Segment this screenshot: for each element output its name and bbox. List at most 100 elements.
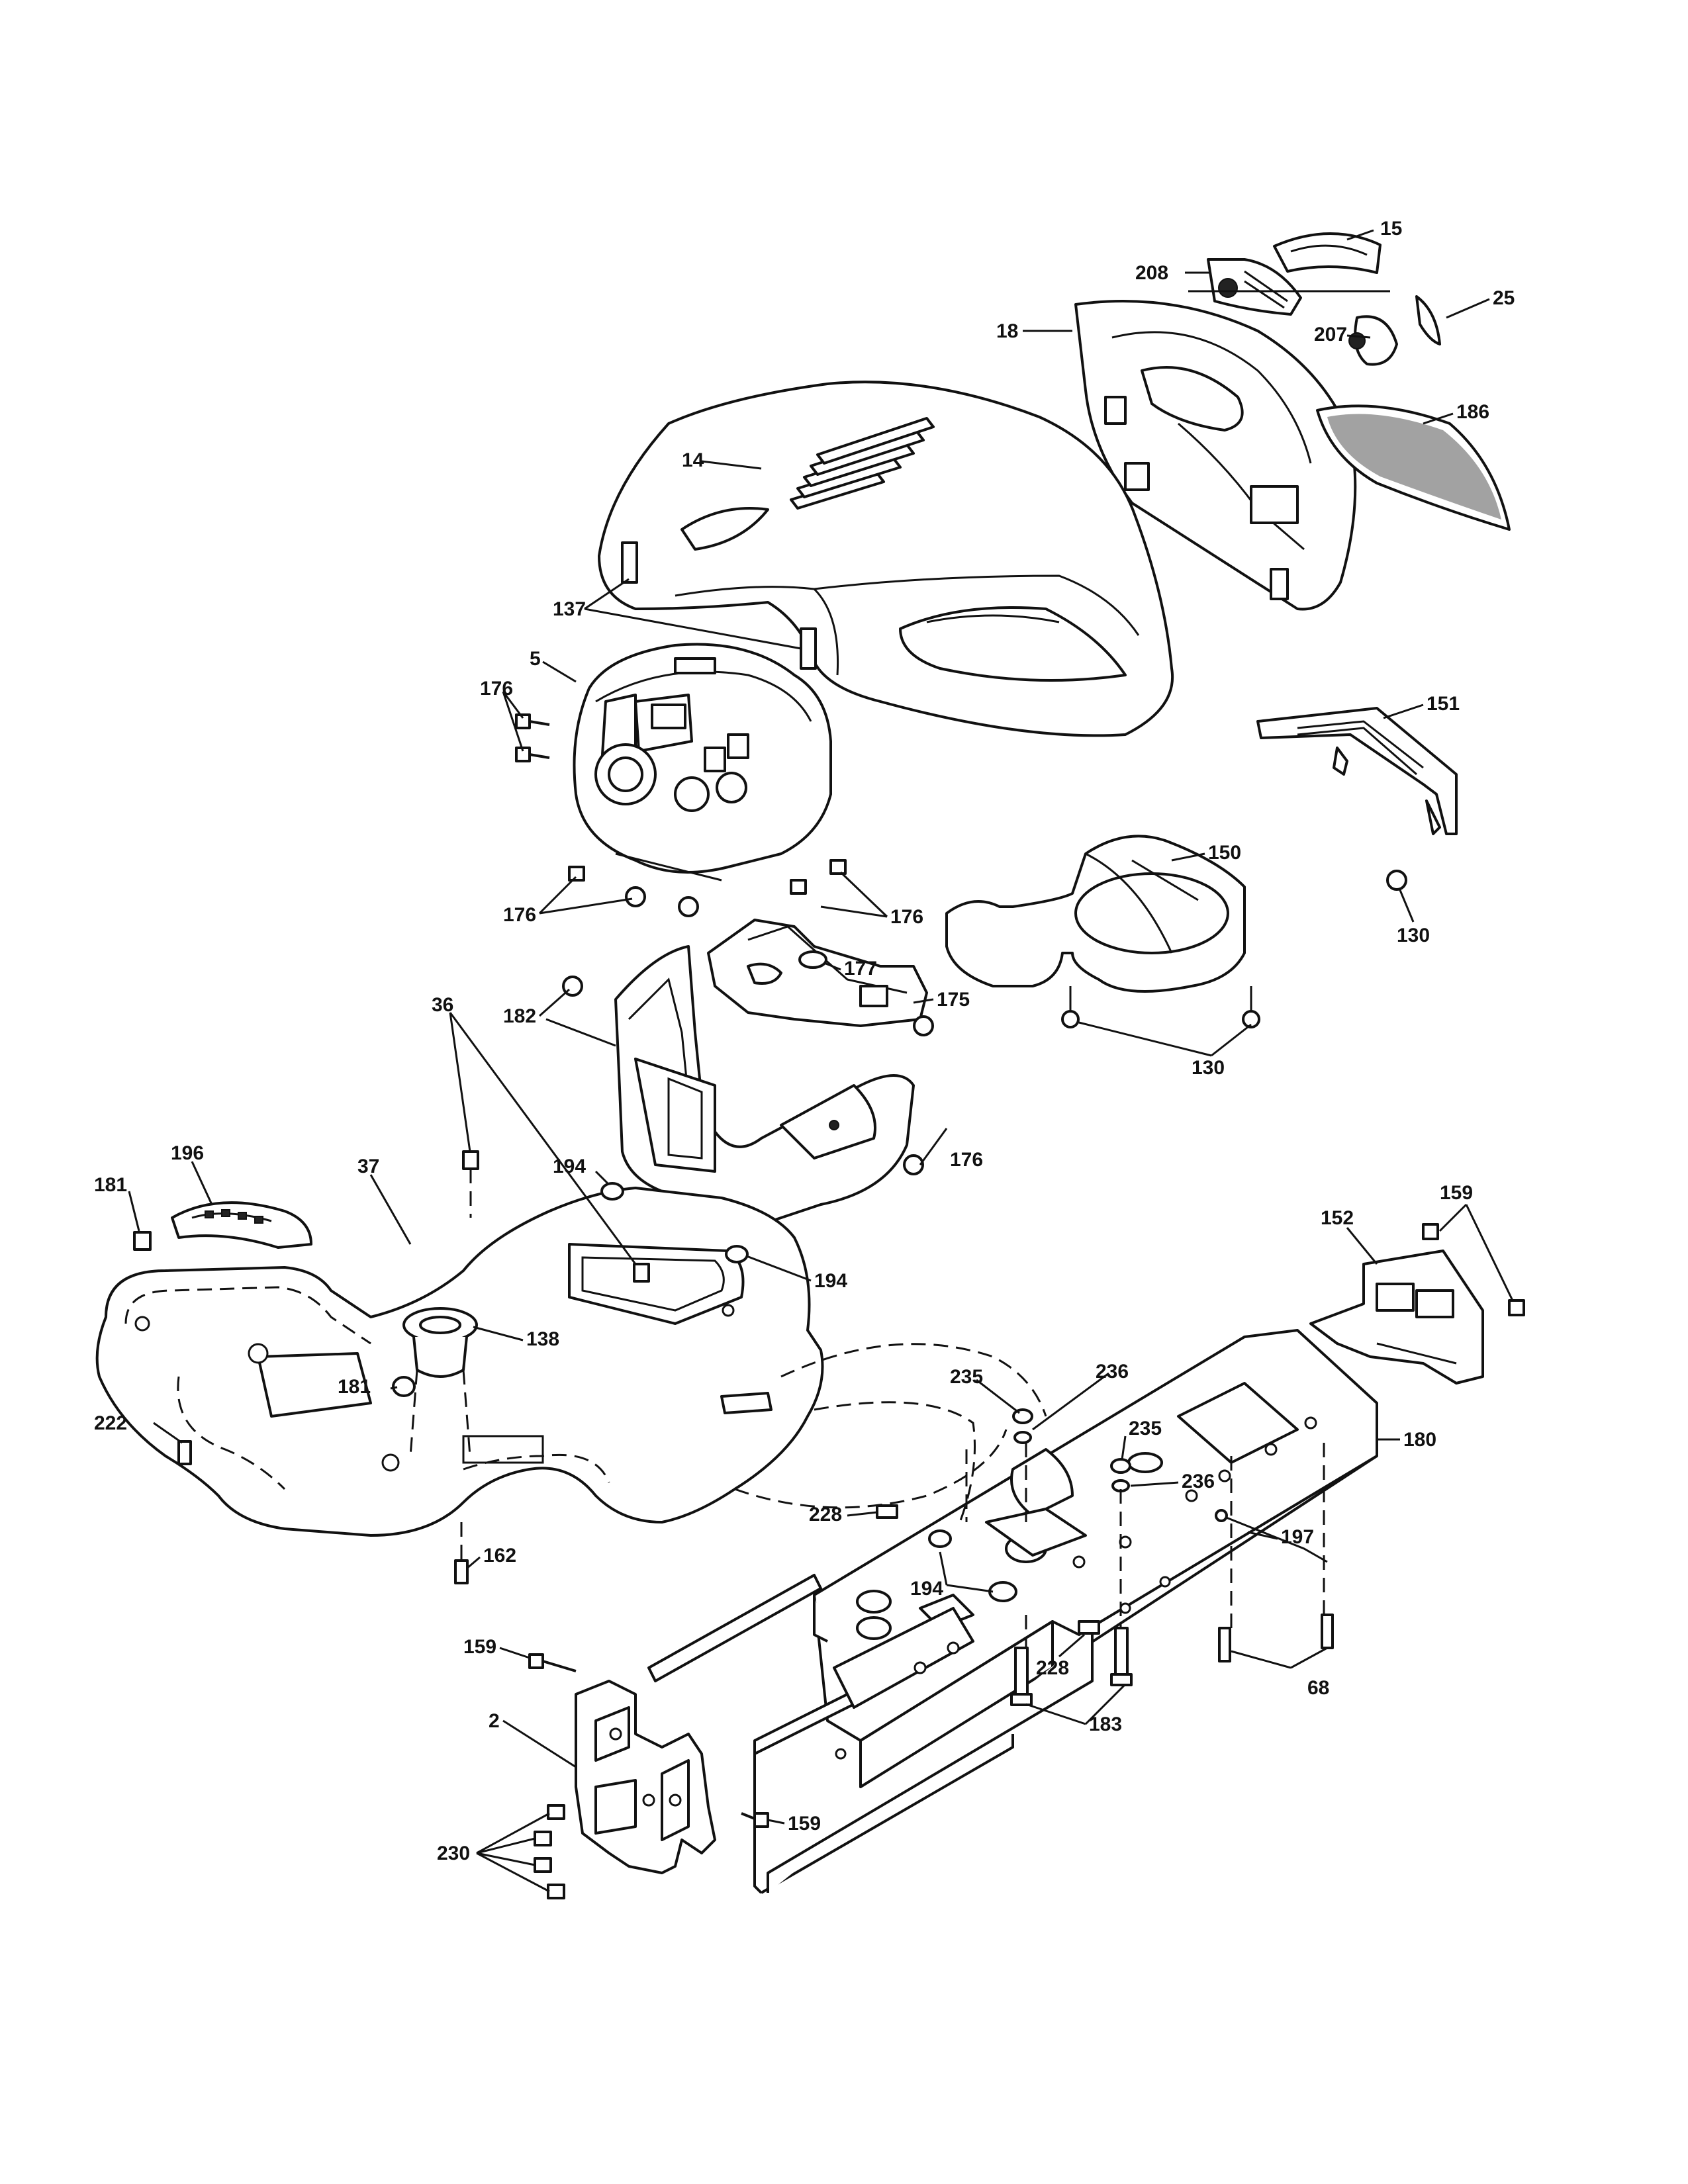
part-rod — [1215, 1509, 1328, 1563]
callout-228b: 228 — [1036, 1657, 1069, 1679]
part-lens-small — [1415, 295, 1441, 345]
callout-176a: 176 — [480, 678, 513, 700]
callout-207: 207 — [1314, 324, 1347, 345]
callout-159c: 159 — [788, 1813, 821, 1835]
callout-235b: 235 — [1129, 1418, 1162, 1439]
callout-18: 18 — [996, 320, 1018, 342]
callout-36: 36 — [432, 994, 453, 1016]
callout-177: 177 — [844, 958, 877, 979]
callout-230: 230 — [437, 1843, 470, 1864]
callout-228a: 228 — [809, 1504, 842, 1525]
callout-194b: 194 — [814, 1270, 847, 1292]
callout-152: 152 — [1321, 1207, 1354, 1229]
callout-222: 222 — [94, 1412, 127, 1434]
callout-68: 68 — [1307, 1677, 1329, 1699]
nut-194-1 — [600, 1182, 624, 1201]
callout-150: 150 — [1208, 842, 1241, 864]
part-rear-bracket — [1309, 1250, 1484, 1385]
clip-181-2 — [392, 1376, 416, 1397]
callout-186: 186 — [1456, 401, 1489, 423]
spacer-236-1 — [1013, 1431, 1032, 1444]
part-hood — [598, 381, 1174, 737]
bolt-159-4 — [741, 1812, 769, 1828]
part-headlight-right — [1348, 315, 1398, 366]
callout-182: 182 — [503, 1005, 536, 1027]
callout-5: 5 — [530, 648, 541, 670]
callout-183: 183 — [1089, 1713, 1122, 1735]
bolt-176-5 — [790, 879, 807, 895]
callouts: 15 208 25 18 207 186 14 137 5 176 151 17… — [94, 218, 1515, 1864]
callout-25: 25 — [1493, 287, 1515, 309]
bolt-176-1 — [515, 713, 550, 729]
callout-175: 175 — [937, 989, 970, 1011]
bolt-183-1 — [1010, 1647, 1033, 1706]
screw-130-2 — [1061, 986, 1080, 1028]
part-dash-panel — [573, 643, 832, 882]
pin-228-2 — [1078, 1620, 1100, 1635]
callout-236a: 236 — [1096, 1361, 1129, 1383]
bolt-68-1 — [1218, 1627, 1231, 1662]
screw-130-1 — [1386, 870, 1407, 891]
bolt-36b — [633, 1263, 650, 1283]
callout-138: 138 — [526, 1328, 559, 1350]
leader-lines — [128, 229, 1514, 1893]
part-177 — [798, 950, 827, 969]
part-rear-trim — [171, 1201, 312, 1249]
bolt-162 — [454, 1522, 469, 1584]
fasteners — [133, 713, 1525, 1899]
bolt-68-2 — [1321, 1614, 1334, 1649]
part-bracket-151 — [1256, 707, 1458, 835]
bolt-230-1 — [547, 1804, 565, 1820]
part-headlight-assembly — [1207, 258, 1302, 316]
part-steering-console — [614, 945, 915, 1228]
callout-176c: 176 — [503, 904, 536, 926]
part-front-axle-bracket — [575, 1680, 716, 1874]
callout-151: 151 — [1427, 693, 1460, 715]
callout-180: 180 — [1403, 1429, 1436, 1451]
bolt-230-2 — [534, 1831, 552, 1846]
bolt-159-3 — [528, 1653, 577, 1672]
part-steering-bushing — [402, 1307, 478, 1457]
callout-208: 208 — [1135, 262, 1168, 284]
nut-194-4 — [988, 1581, 1017, 1602]
callout-37: 37 — [357, 1156, 379, 1177]
part-dash-bracket — [707, 919, 928, 1027]
bolt-183-2 — [1110, 1627, 1133, 1686]
bolt-176-3 — [568, 866, 585, 882]
bolt-159-2 — [1508, 1299, 1525, 1316]
callout-181a: 181 — [94, 1174, 127, 1196]
callout-194c: 194 — [910, 1578, 943, 1600]
bolt-230-4 — [547, 1884, 565, 1899]
bolt-36 — [462, 1150, 479, 1218]
bolt-159-1 — [1422, 1223, 1439, 1240]
callout-130a: 130 — [1397, 925, 1430, 946]
bolt-176-9 — [913, 1015, 934, 1036]
callout-15: 15 — [1380, 218, 1402, 240]
nut-194-3 — [928, 1529, 952, 1548]
callout-181b: 181 — [338, 1376, 371, 1398]
callout-235a: 235 — [950, 1366, 983, 1388]
callout-196: 196 — [171, 1142, 204, 1164]
callout-159a: 159 — [1440, 1182, 1473, 1204]
clip-181-1 — [133, 1231, 152, 1251]
part-tank-cover — [945, 835, 1246, 993]
callout-162: 162 — [483, 1545, 516, 1567]
hood-vents — [790, 417, 935, 510]
callout-176d: 176 — [950, 1149, 983, 1171]
part-bumper-pads — [621, 541, 817, 670]
bolt-176-7 — [678, 896, 699, 917]
callout-159b: 159 — [463, 1636, 496, 1658]
spacer-235-2 — [1110, 1458, 1131, 1474]
bolt-176-2 — [515, 747, 550, 762]
pin-228-1 — [876, 1504, 898, 1519]
dashed-routes — [734, 1343, 1325, 1648]
bolt-176-4 — [625, 886, 646, 907]
callout-2: 2 — [489, 1710, 500, 1732]
bolt-222 — [177, 1440, 192, 1465]
screw-130-3 — [1242, 986, 1260, 1028]
callout-194a: 194 — [553, 1156, 586, 1177]
callout-176b: 176 — [890, 906, 923, 928]
part-headlight-lens — [1273, 232, 1382, 274]
bolt-230-3 — [534, 1857, 552, 1873]
